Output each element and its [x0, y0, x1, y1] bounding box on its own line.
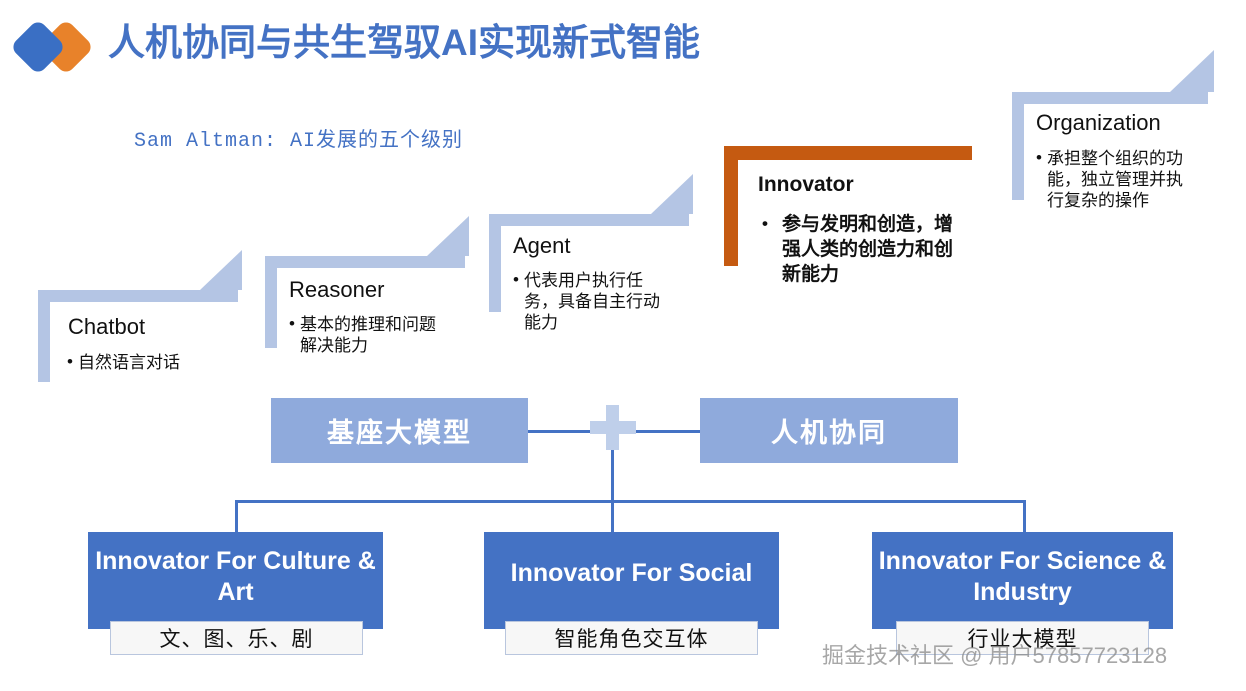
level-body: • 承担整个组织的功能，独立管理并执行复杂的操作: [1036, 148, 1196, 211]
card-bracket-top: [724, 146, 972, 160]
formula-box-human-ai-collaboration: 人机协同: [700, 398, 958, 463]
page-title: 人机协同与共生驾驭AI实现新式智能: [108, 22, 700, 63]
connector-horizontal-bus: [235, 500, 1026, 503]
level-title: Innovator: [758, 173, 854, 196]
level-card-agent: Agent • 代表用户执行任务，具备自主行动能力: [489, 174, 693, 334]
level-body-text: 自然语言对话: [78, 353, 180, 372]
card-bracket-left: [265, 256, 277, 348]
outcome-box-culture-art: Innovator For Culture & Art: [88, 532, 383, 629]
level-card-organization: Organization • 承担整个组织的功能，独立管理并执行复杂的操作: [1012, 50, 1214, 222]
level-body: • 代表用户执行任务，具备自主行动能力: [513, 270, 668, 333]
outcome-box-science-industry: Innovator For Science & Industry: [872, 532, 1173, 629]
level-card-chatbot: Chatbot • 自然语言对话: [38, 250, 242, 400]
card-bracket-top: [38, 290, 238, 302]
card-bracket-top: [489, 214, 689, 226]
plus-operator-vertical: [606, 405, 619, 450]
bullet-marker: •: [67, 352, 73, 371]
level-body-text: 基本的推理和问题解决能力: [300, 315, 436, 355]
outcome-caption-social: 智能角色交互体: [505, 621, 758, 655]
outcome-box-social: Innovator For Social: [484, 532, 779, 629]
card-triangle-accent: [1170, 50, 1214, 92]
bullet-marker: •: [513, 270, 519, 289]
card-bracket-left: [489, 214, 501, 312]
card-bracket-top: [265, 256, 465, 268]
level-card-innovator: Innovator • 参与发明和创造，增强人类的创造力和创新能力: [724, 146, 972, 286]
level-body: • 参与发明和创造，增强人类的创造力和创新能力: [762, 212, 962, 287]
bullet-marker: •: [762, 214, 768, 233]
card-bracket-left: [724, 146, 738, 266]
level-card-reasoner: Reasoner • 基本的推理和问题解决能力: [265, 216, 469, 366]
outcome-caption-science-industry: 行业大模型: [896, 621, 1149, 655]
connector-drop-middle: [611, 500, 614, 533]
card-triangle-accent: [427, 216, 469, 256]
level-body: • 基本的推理和问题解决能力: [289, 314, 449, 356]
formula-box-foundation-model: 基座大模型: [271, 398, 528, 463]
level-body-text: 参与发明和创造，增强人类的创造力和创新能力: [782, 214, 954, 285]
level-body-text: 代表用户执行任务，具备自主行动能力: [524, 271, 660, 332]
card-bracket-left: [1012, 92, 1024, 200]
outcome-caption-culture-art: 文、图、乐、剧: [110, 621, 363, 655]
bullet-marker: •: [289, 314, 295, 333]
connector-drop-left: [235, 500, 238, 533]
bullet-marker: •: [1036, 148, 1042, 167]
level-title: Chatbot: [68, 314, 146, 339]
level-title: Agent: [513, 233, 571, 258]
card-bracket-top: [1012, 92, 1208, 104]
card-bracket-left: [38, 290, 50, 382]
level-title: Reasoner: [289, 277, 385, 302]
level-title: Organization: [1036, 110, 1161, 135]
connector-vertical-stem: [611, 430, 614, 502]
level-body-text: 承担整个组织的功能，独立管理并执行复杂的操作: [1047, 149, 1183, 210]
section-subtitle: Sam Altman: AI发展的五个级别: [134, 130, 464, 153]
card-triangle-accent: [200, 250, 242, 290]
level-body: • 自然语言对话: [67, 352, 232, 373]
card-triangle-accent: [651, 174, 693, 214]
double-diamond-logo: [9, 18, 102, 76]
connector-drop-right: [1023, 500, 1026, 533]
watermark-text: 掘金技术社区 @ 用户57857723128: [822, 643, 1168, 668]
